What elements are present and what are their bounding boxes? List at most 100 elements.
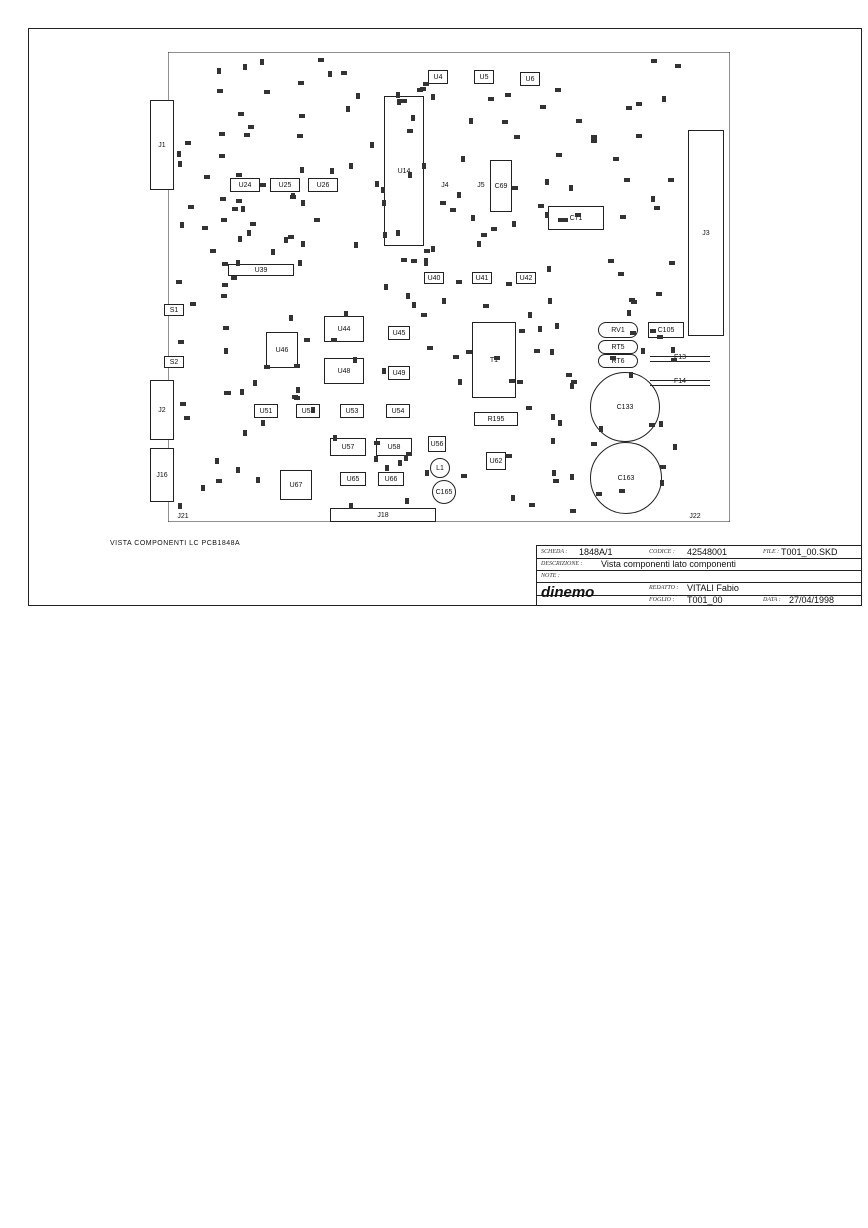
component-u56: U56 xyxy=(428,436,446,452)
smd-part xyxy=(628,372,633,379)
component-j5: J5 xyxy=(477,181,485,189)
smd-part xyxy=(508,378,515,383)
smd-part xyxy=(264,90,271,95)
descrizione-label: DESCRIZIONE : xyxy=(541,561,583,567)
component-r195: R195 xyxy=(474,412,518,426)
foglio-value: T001_00 xyxy=(687,595,723,605)
component-u48: U48 xyxy=(324,358,364,384)
smd-part xyxy=(551,414,556,420)
smd-part xyxy=(468,117,473,124)
component-rt5: RT5 xyxy=(598,340,638,354)
smd-part xyxy=(406,451,413,456)
smd-part xyxy=(301,240,306,247)
component-u39: U39 xyxy=(228,264,294,276)
component-u46: U46 xyxy=(266,332,298,368)
smd-part xyxy=(575,119,582,124)
component-u62: U62 xyxy=(486,452,506,470)
smd-part xyxy=(300,199,305,206)
component-u54: U54 xyxy=(386,404,410,418)
smd-part xyxy=(236,467,241,474)
data-value: 27/04/1998 xyxy=(789,595,835,605)
codice-value: 42548001 xyxy=(687,547,728,557)
component-u4: U4 xyxy=(428,70,448,84)
smd-part xyxy=(176,279,183,284)
smd-part xyxy=(330,168,335,175)
smd-part xyxy=(511,185,518,190)
smd-part xyxy=(382,367,387,374)
component-u58: U58 xyxy=(376,438,412,456)
smd-part xyxy=(442,298,447,305)
smd-part xyxy=(328,71,333,78)
component-j3: J3 xyxy=(688,130,724,336)
file-label: FILE : xyxy=(763,549,780,555)
smd-part xyxy=(424,248,431,253)
smd-part xyxy=(222,283,229,288)
smd-part xyxy=(591,134,598,139)
smd-part xyxy=(465,350,472,354)
smd-part xyxy=(289,315,294,322)
component-c165: C165 xyxy=(432,480,456,504)
smd-part xyxy=(626,310,631,317)
smd-part xyxy=(297,81,304,86)
smd-part xyxy=(481,232,488,237)
note-label: NOTE : xyxy=(541,573,560,579)
smd-part xyxy=(287,235,294,240)
component-f14: F14 xyxy=(650,378,710,386)
smd-part xyxy=(552,478,559,483)
smd-part xyxy=(396,92,401,99)
smd-part xyxy=(398,459,402,466)
smd-part xyxy=(626,105,633,110)
component-u5: U5 xyxy=(474,70,494,84)
component-c69: C69 xyxy=(490,160,512,212)
smd-part xyxy=(239,389,244,396)
smd-part xyxy=(184,415,191,420)
smd-part xyxy=(598,425,603,432)
smd-part xyxy=(240,206,245,213)
smd-part xyxy=(662,95,667,102)
smd-part xyxy=(607,258,614,263)
descrizione-value: Vista componenti lato componenti xyxy=(601,559,736,569)
smd-part xyxy=(407,129,414,134)
smd-part xyxy=(554,88,561,93)
smd-part xyxy=(504,92,511,97)
smd-part xyxy=(641,347,646,354)
dinemo-logo: dinemo xyxy=(541,584,595,601)
smd-part xyxy=(629,330,636,335)
smd-part xyxy=(430,246,435,253)
smd-part xyxy=(439,201,446,206)
smd-part xyxy=(343,311,348,318)
smd-part xyxy=(551,470,556,477)
component-u40: U40 xyxy=(424,272,444,284)
component-c163: C163 xyxy=(590,442,662,514)
smd-part xyxy=(374,455,379,462)
smd-part xyxy=(232,207,239,212)
title-block: SCHEDA : 1848A/1 CODICE : 42548001 FILE … xyxy=(536,545,862,606)
component-u41: U41 xyxy=(472,272,492,284)
smd-part xyxy=(537,325,542,332)
smd-part xyxy=(188,205,195,210)
smd-part xyxy=(381,187,386,194)
component-s2: S2 xyxy=(164,356,184,368)
smd-part xyxy=(201,485,206,492)
component-s1: S1 xyxy=(164,304,184,316)
smd-part xyxy=(314,218,321,223)
smd-part xyxy=(263,364,270,369)
smd-part xyxy=(401,257,408,262)
smd-part xyxy=(620,214,627,219)
smd-part xyxy=(506,281,513,286)
smd-part xyxy=(635,101,642,106)
smd-part xyxy=(562,218,569,223)
smd-part xyxy=(177,150,182,157)
component-u45: U45 xyxy=(388,326,410,340)
component-rt6: RT6 xyxy=(598,354,638,368)
smd-part xyxy=(374,440,381,445)
smd-part xyxy=(218,132,225,137)
smd-part xyxy=(569,509,576,514)
smd-part xyxy=(549,349,554,356)
component-u52: U52 xyxy=(296,404,320,418)
smd-part xyxy=(298,113,305,118)
smd-part xyxy=(210,248,217,253)
smd-part xyxy=(217,89,224,94)
smd-part xyxy=(516,379,523,384)
